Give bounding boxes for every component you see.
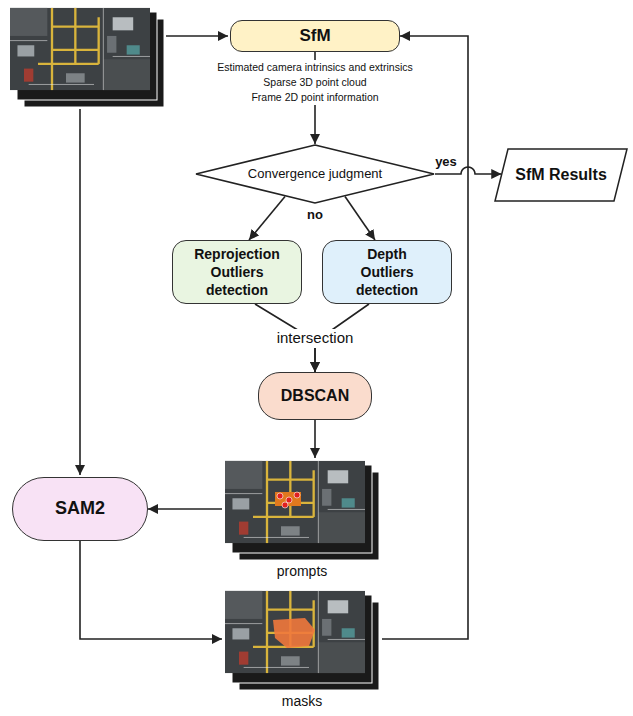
- mask-region: [273, 618, 315, 648]
- decision-diamond: Convergence judgment: [195, 144, 435, 204]
- process-box: Reprojection Outliers detection: [172, 240, 302, 304]
- prompt-point: [294, 492, 300, 498]
- flow-arrow: [314, 420, 316, 458]
- process-box: SAM2: [12, 477, 148, 541]
- process-box: SfM: [230, 20, 400, 52]
- node-text: Convergence judgment: [248, 166, 382, 182]
- node-text: prompts: [277, 563, 328, 580]
- annotation-label: intersection: [275, 329, 356, 348]
- input-frames: [10, 8, 164, 107]
- front-frame: [225, 591, 365, 673]
- node-text: Reprojection Outliers detection: [191, 245, 283, 299]
- flow-arrow: [382, 36, 468, 639]
- process-box: Depth Outliers detection: [322, 240, 452, 304]
- annotation-label: Estimated camera intrinsics and extrinsi…: [215, 60, 415, 75]
- front-frame: [10, 8, 150, 90]
- image-stack: masks: [222, 588, 382, 710]
- annotation-label: Frame 2D point information: [249, 90, 380, 105]
- input-arrow: [79, 109, 81, 475]
- front-frame: [225, 461, 365, 543]
- annotation-label: Sparse 3D point cloud: [261, 75, 368, 90]
- annotation-label: no: [305, 207, 325, 223]
- diamond-outline: [196, 145, 434, 203]
- node-text: SfM Results: [515, 165, 607, 184]
- node-text: Depth Outliers detection: [341, 245, 433, 299]
- prompt-point: [282, 502, 288, 508]
- prompt-point: [277, 493, 283, 499]
- edge-label: yes: [433, 154, 459, 169]
- output-parallelogram: SfM Results: [494, 148, 628, 202]
- image-stack: prompts: [222, 458, 382, 580]
- mask-frames: [225, 591, 379, 690]
- parallelogram-outline: [495, 149, 627, 201]
- flow-arrow: [345, 197, 375, 241]
- flow-arrow: [80, 541, 222, 639]
- prompt-frames: [225, 461, 379, 560]
- node-text: SAM2: [55, 498, 105, 520]
- input-arrow: [166, 35, 228, 37]
- node-text: SfM: [299, 26, 330, 46]
- prompt-point: [286, 497, 292, 503]
- node-text: DBSCAN: [281, 386, 349, 405]
- flow-arrow: [249, 197, 285, 241]
- process-box: DBSCAN: [258, 372, 372, 420]
- flow-arrow: [148, 508, 222, 510]
- node-text: masks: [282, 693, 322, 710]
